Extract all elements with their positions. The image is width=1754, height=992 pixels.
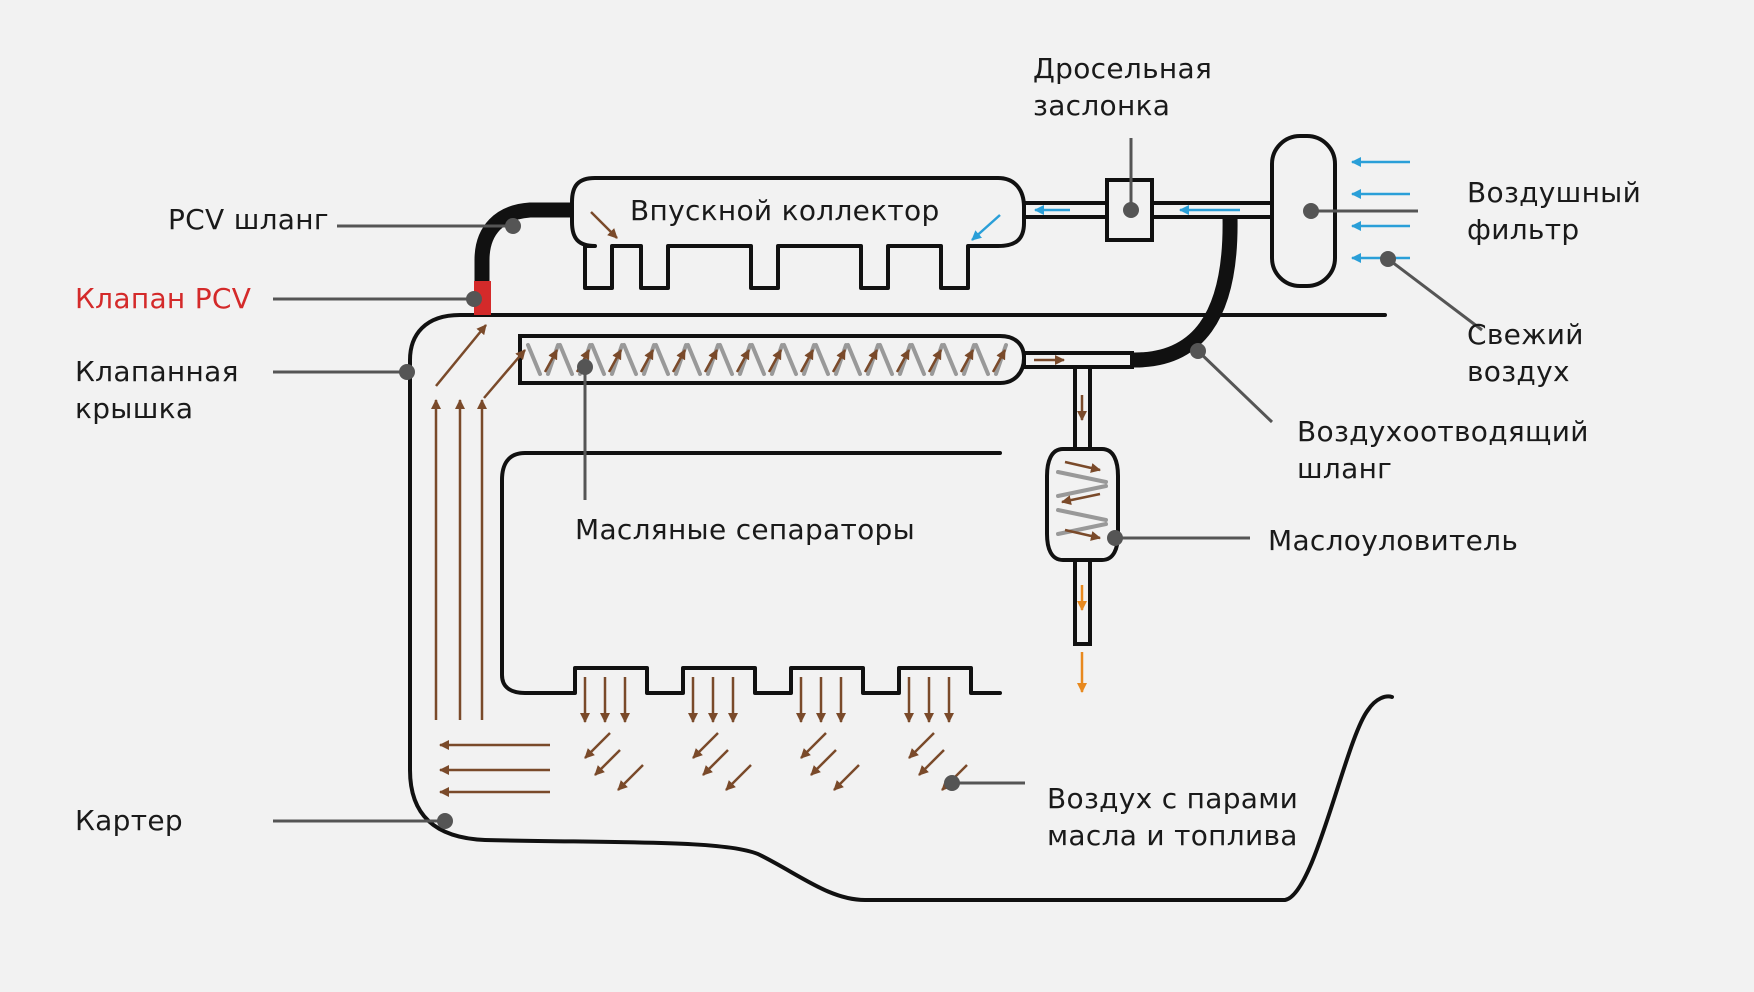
blowby-arrow <box>702 749 729 776</box>
blowby-arrow <box>590 211 618 239</box>
blowby-arrow <box>767 349 783 373</box>
separator-plate <box>718 343 734 376</box>
blowby-arrow <box>1061 492 1101 506</box>
pcv-hose <box>474 202 572 290</box>
blowby-arrow <box>483 349 526 399</box>
separator-plate <box>878 343 894 376</box>
separator-plate <box>1056 484 1108 498</box>
blowby-arrow <box>895 349 911 373</box>
breather-hose <box>1125 216 1238 368</box>
blowby-arrow <box>799 349 815 373</box>
label-fresh-air-line1: Свежий <box>1467 318 1584 351</box>
label-blowby-gases-line2: масла и топлива <box>1047 819 1298 852</box>
blowby-arrow <box>800 732 827 759</box>
blowby-arrow <box>671 349 687 373</box>
separator-plate <box>526 343 542 376</box>
blowby-arrow <box>543 349 559 373</box>
blowby-arrow <box>703 349 719 373</box>
blowby-arrow <box>863 349 879 373</box>
leader-lines <box>273 138 1483 823</box>
label-air-filter: Воздушный фильтр <box>1467 174 1641 248</box>
blowby-arrow <box>617 764 644 791</box>
blowby-arrow <box>991 349 1007 373</box>
blowby-arrow <box>831 349 847 373</box>
label-crankcase: Картер <box>75 804 183 837</box>
blowby-arrow <box>918 749 945 776</box>
blowby-arrow <box>1064 528 1101 541</box>
crankcase-outline <box>408 313 1394 902</box>
label-oil-catcher: Маслоуловитель <box>1268 524 1519 557</box>
blowby-arrow <box>908 732 935 759</box>
blowby-arrow <box>735 349 751 373</box>
blowby-arrow <box>1064 460 1101 473</box>
flow-arrows <box>431 157 1410 797</box>
fresh-air-arrow <box>971 214 1001 241</box>
label-pcv-valve-text: Клапан PCV <box>75 282 252 315</box>
pcv-valve <box>474 281 491 315</box>
label-pcv-hose: PCV шланг <box>168 203 329 236</box>
separator-plate <box>846 343 862 376</box>
blowby-arrow <box>607 349 623 373</box>
blowby-arrow <box>833 764 860 791</box>
separator-plate <box>654 343 670 376</box>
separator-plate <box>814 343 830 376</box>
label-breather-hose-line1: Воздухоотводящий <box>1297 415 1589 448</box>
blowby-arrow <box>692 732 719 759</box>
label-valve-cover-line1: Клапанная <box>75 355 239 388</box>
label-throttle-line1: Дросельная <box>1033 52 1213 85</box>
blowby-arrow <box>594 749 621 776</box>
separator-plate <box>1056 470 1108 484</box>
separator-plate <box>942 343 958 376</box>
label-throttle-line2: заслонка <box>1033 89 1171 122</box>
label-valve-cover-line2: крышка <box>75 392 194 425</box>
label-valve-cover: Клапанная крышка <box>75 353 239 427</box>
separator-plate <box>750 343 766 376</box>
label-intake-manifold: Впускной коллектор <box>630 194 940 227</box>
blowby-arrow <box>959 349 975 373</box>
separator-plate <box>910 343 926 376</box>
label-pcv-valve: Клапан PCV <box>75 280 251 317</box>
separator-plate <box>1056 508 1108 522</box>
label-breather-hose-line2: шланг <box>1297 452 1393 485</box>
blowby-arrow <box>584 732 611 759</box>
label-blowby-gases: Воздух с парами масла и топлива <box>1047 780 1298 854</box>
separator-plate <box>686 343 702 376</box>
blowby-arrow <box>435 324 487 387</box>
label-blowby-gases-line1: Воздух с парами <box>1047 782 1299 815</box>
label-air-filter-line1: Воздушный <box>1467 176 1642 209</box>
label-air-filter-line2: фильтр <box>1467 213 1580 246</box>
separator-plate <box>558 343 574 376</box>
separator-plate <box>782 343 798 376</box>
blowby-arrow <box>927 349 943 373</box>
label-fresh-air: Свежий воздух <box>1467 316 1584 390</box>
blowby-arrow <box>725 764 752 791</box>
separator-plate <box>974 343 990 376</box>
separator-plate <box>622 343 638 376</box>
label-breather-hose: Воздухоотводящий шланг <box>1297 413 1589 487</box>
separator-plate <box>590 343 606 376</box>
label-throttle: Дросельная заслонка <box>1033 50 1212 124</box>
leader-dots <box>399 202 1396 829</box>
blowby-arrow <box>810 749 837 776</box>
label-oil-separators: Масляные сепараторы <box>575 513 916 546</box>
blowby-arrow <box>639 349 655 373</box>
label-fresh-air-line2: воздух <box>1467 355 1570 388</box>
separator-plate <box>1056 522 1108 536</box>
